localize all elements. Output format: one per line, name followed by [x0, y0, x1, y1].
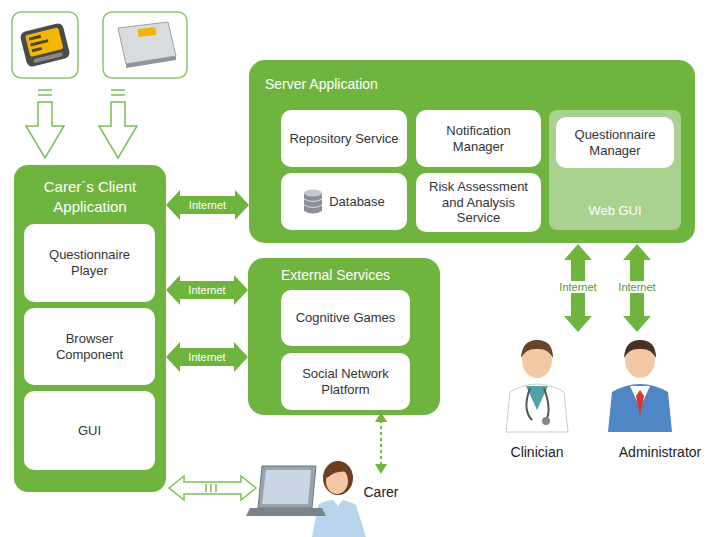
internet-connector [166, 342, 248, 372]
box-text-group: Social Network Platform [289, 366, 402, 397]
clinician-figure-part [542, 417, 550, 425]
database-icon [303, 189, 323, 215]
blood-pressure-device-part-part [33, 52, 63, 63]
box-label: Questionnaire Manager [564, 127, 666, 158]
gui-link-arrow-part [215, 484, 217, 492]
database-icon-part [304, 199, 322, 208]
scale-device-part [138, 27, 157, 37]
box-label: Cognitive Games [296, 310, 396, 326]
device-arrow-part [26, 102, 64, 158]
box-label: Repository Service [289, 131, 398, 147]
carer-figure-part [312, 500, 366, 537]
blood-pressure-device-part-part [29, 35, 41, 41]
manager-box: Questionnaire Manager [556, 117, 674, 168]
box-text-group: Notification Manager [424, 123, 533, 154]
device-arrow-part [99, 102, 137, 158]
service-box: Cognitive Games [281, 290, 410, 346]
web-gui-band: Web GUI Questionnaire Manager [549, 110, 681, 230]
service-box: Notification Manager [416, 110, 541, 167]
carer-figure-part [325, 465, 350, 478]
gui-link-arrow [169, 476, 256, 500]
box-text-group: Repository Service [289, 131, 398, 147]
blood-pressure-device-part [12, 12, 78, 78]
scale-device-part [126, 56, 176, 68]
carer-figure-part [246, 508, 326, 516]
connector-mark [38, 90, 125, 95]
box-text-group: Questionnaire Player [32, 247, 147, 278]
service-box: Social Network Platform [281, 353, 410, 410]
clinician-figure [506, 340, 568, 432]
carer-link-arrow [375, 412, 387, 474]
carer-figure-part [330, 496, 346, 506]
connection-label: Internet [557, 281, 598, 293]
internet-connector [166, 275, 248, 305]
connector-label: Internet [189, 199, 226, 211]
band-label: Web GUI [549, 203, 681, 218]
box-label: Browser Component [32, 331, 147, 362]
connector-label: Internet [188, 351, 225, 363]
blood-pressure-device-part [19, 22, 70, 68]
external-services-panel: External ServicesCognitive GamesSocial N… [248, 258, 440, 415]
panel-heading: Carer´s Client Application [14, 177, 166, 216]
scale-device-part [103, 12, 187, 78]
box-text-group: Browser Component [32, 331, 147, 362]
carer-figure [246, 461, 366, 537]
administrator-figure-part [636, 390, 644, 416]
box-label: GUI [78, 423, 101, 439]
blood-pressure-device-part-part [25, 27, 63, 57]
blood-pressure-device-part-part [30, 39, 48, 46]
administrator-figure [608, 340, 672, 432]
internet-connector [166, 190, 249, 220]
box-label: Database [329, 194, 385, 210]
administrator-figure-part [608, 384, 672, 432]
gui-link-arrow-part [169, 476, 256, 500]
component-box: Questionnaire Player [24, 224, 155, 302]
carer-figure-part [323, 461, 353, 495]
connector-label: Internet [188, 284, 225, 296]
gui-link-arrow-part [210, 484, 212, 492]
box-label: Notification Manager [424, 123, 533, 154]
database-icon-part [304, 189, 322, 196]
blood-pressure-device-part-part [32, 47, 42, 52]
clinician-figure-part [506, 384, 568, 432]
device-arrow [26, 102, 137, 158]
panel-heading: External Services [281, 267, 390, 283]
box-label: Questionnaire Player [32, 247, 147, 278]
carer-figure-part [258, 466, 316, 508]
scale-device [103, 12, 187, 78]
carer-figure-part [262, 470, 311, 504]
box-text-group: Questionnaire Manager [564, 127, 666, 158]
clinician-figure-part [526, 388, 548, 420]
client-application-panel: Carer´s Client ApplicationQuestionnaire … [14, 165, 166, 492]
actor-label: Administrator [619, 444, 701, 460]
box-text-group: Cognitive Games [296, 310, 396, 326]
box-text-group: Risk Assessment and Analysis Service [424, 179, 533, 226]
database-box: Database [281, 173, 407, 230]
connector-mark-part [111, 94, 125, 96]
service-box: Risk Assessment and Analysis Service [416, 173, 541, 232]
actor-label: Clinician [511, 444, 564, 460]
gui-link-arrow-part [205, 484, 207, 492]
connector-mark-part [111, 89, 125, 91]
carer-link-arrow-part [375, 464, 387, 474]
clinician-figure-part [521, 340, 553, 358]
box-label: Social Network Platform [289, 366, 402, 397]
component-box: Browser Component [24, 308, 155, 385]
connection-label: Internet [616, 281, 657, 293]
component-box: GUI [24, 391, 155, 470]
administrator-figure-part [624, 340, 656, 358]
box-text-group: Database [329, 194, 385, 210]
connector-mark-part [38, 89, 52, 91]
connector-mark-part [38, 94, 52, 96]
service-box: Repository Service [281, 110, 407, 167]
box-text-group: GUI [78, 423, 101, 439]
box-label: Risk Assessment and Analysis Service [424, 179, 533, 226]
actor-label: Carer [363, 484, 398, 500]
blood-pressure-device-part-part [19, 22, 70, 68]
panel-heading: Server Application [265, 76, 378, 92]
server-application-panel: Server ApplicationRepository Service Noti… [249, 60, 695, 243]
blood-pressure-device [12, 12, 78, 78]
carer-link-arrow-part [380, 420, 382, 466]
